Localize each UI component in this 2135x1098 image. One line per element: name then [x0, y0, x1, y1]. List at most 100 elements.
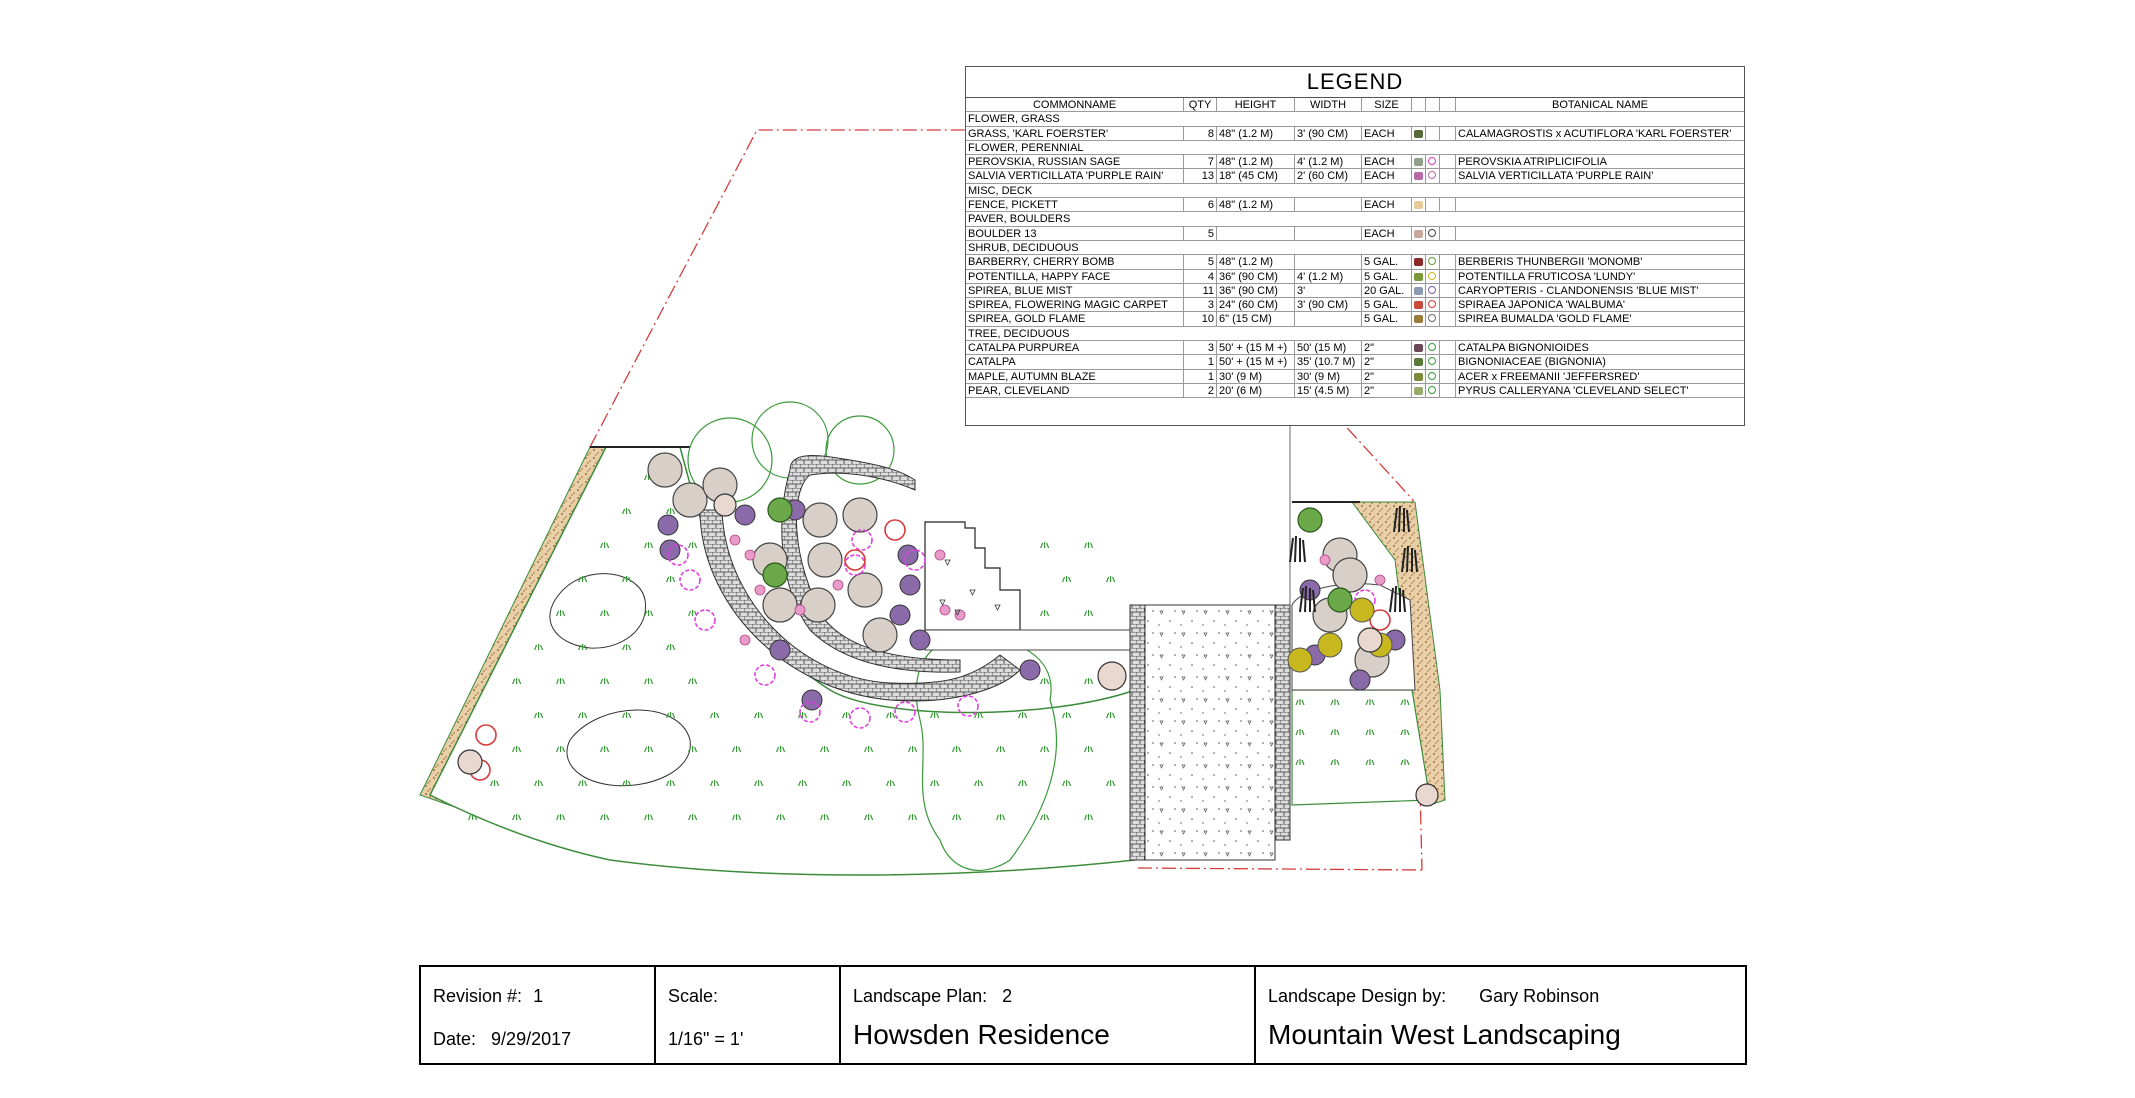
potentilla-symbol [762, 562, 788, 588]
grass-tuft [1295, 699, 1305, 706]
scale-label: Scale: [668, 986, 719, 1006]
grass-tuft [600, 610, 610, 617]
deck-walk [924, 629, 1136, 651]
grass-tuft [534, 780, 544, 787]
perovskia-symbol [849, 707, 871, 729]
plant-swatch-icon [1414, 344, 1423, 353]
perovskia-symbol [957, 695, 979, 717]
boulders [457, 493, 1439, 807]
width: 4' (1.2 M) [1295, 269, 1362, 283]
grass-tuft [1330, 759, 1340, 766]
symbol-cell [1426, 126, 1440, 140]
accent-flower-symbol [744, 549, 756, 561]
accent-flower-symbol [934, 549, 946, 561]
grass-tuft [534, 712, 544, 719]
revision-line: Revision #: 1 [433, 986, 543, 1007]
grass-tuft [1084, 610, 1094, 617]
common-name: BOULDER 13 [966, 226, 1184, 240]
legend-category-row: TREE, DECIDUOUS [966, 327, 1744, 342]
quantity: 1 [1184, 355, 1217, 369]
legend-category-row: SHRUB, DECIDUOUS [966, 241, 1744, 256]
grass-tuft [1106, 780, 1116, 787]
plant-swatch-icon [1414, 358, 1423, 367]
legend-title: LEGEND [966, 67, 1744, 98]
quantity: 11 [1184, 283, 1217, 298]
common-name: POTENTILLA, HAPPY FACE [966, 269, 1184, 283]
salvia-symbol [734, 504, 756, 526]
company-name: Mountain West Landscaping [1268, 1019, 1621, 1050]
karl-foerster-grass-symbol [1289, 535, 1306, 563]
potentilla-symbol [1327, 587, 1353, 613]
height: 48" (1.2 M) [1217, 198, 1295, 212]
size: 2" [1362, 383, 1412, 398]
height: 36" (90 CM) [1217, 269, 1295, 283]
shrub-symbol [1332, 557, 1368, 593]
spacer-cell [1440, 126, 1456, 140]
title-block: Revision #: 1 Date: 9/29/2017 Scale: 1/1… [419, 965, 1747, 1065]
grass-tuft [578, 644, 588, 651]
gravel-border-right [1351, 501, 1446, 806]
botanical-name: PYRUS CALLERYANA 'CLEVELAND SELECT' [1458, 384, 1689, 397]
plant-swatch-icon [1414, 158, 1423, 167]
revision-number: 1 [533, 986, 544, 1006]
width: 35' (10.7 M) [1295, 355, 1362, 369]
spirea-magic-carpet-symbol [475, 724, 497, 746]
quantity: 8 [1184, 126, 1217, 140]
grass-tuft [1400, 699, 1410, 706]
grass-tuft [622, 644, 632, 651]
revision-cell: Revision #: 1 Date: 9/29/2017 [421, 967, 656, 1063]
shrub-symbol [802, 502, 838, 538]
plant-symbols [469, 452, 1418, 781]
spacer-cell [1440, 355, 1456, 369]
botanical-name: POTENTILLA FRUTICOSA 'LUNDY' [1458, 270, 1636, 283]
common-name: SALVIA VERTICILLATA 'PURPLE RAIN' [966, 169, 1184, 183]
height: 48" (1.2 M) [1217, 155, 1295, 169]
spacer-cell [1440, 226, 1456, 240]
designer-cell: Landscape Design by: Gary Robinson Mount… [1256, 967, 1745, 1063]
botanical-name [1456, 227, 1744, 240]
width: 15' (4.5 M) [1295, 383, 1362, 398]
quantity: 4 [1184, 269, 1217, 283]
grass-tuft [952, 814, 962, 821]
symbol-cell [1426, 383, 1440, 398]
perovskia-symbol [694, 609, 716, 631]
grass-tuft [644, 610, 654, 617]
gold-flame-symbol [1317, 632, 1343, 658]
grass-tuft [1084, 814, 1094, 821]
grass-tuft [1084, 746, 1094, 753]
house-deck [924, 521, 1021, 631]
spirea-magic-carpet-symbol [1369, 609, 1391, 631]
grass-tuft [776, 746, 786, 753]
botanical-name: SALVIA VERTICILLATA 'PURPLE RAIN' [1458, 170, 1654, 183]
common-name: SPIREA, GOLD FLAME [966, 312, 1184, 326]
scale-cell: Scale: 1/16" = 1' [656, 967, 841, 1063]
width: 3' (90 CM) [1295, 126, 1362, 140]
gold-flame-symbol [1349, 597, 1375, 623]
size: EACH [1362, 198, 1412, 212]
symbol-cell [1426, 198, 1440, 212]
size: 2" [1362, 369, 1412, 383]
salvia-symbol [899, 574, 921, 596]
date-value: 9/29/2017 [491, 1029, 572, 1049]
grass-tuft [1084, 542, 1094, 549]
botanical-name: SPIREA BUMALDA 'GOLD FLAME' [1458, 313, 1632, 326]
shrub-symbol [672, 482, 708, 518]
grass-tuft [1365, 699, 1375, 706]
grass-tuft [974, 780, 984, 787]
header-symbol-3 [1440, 98, 1456, 112]
plan-line: Landscape Plan: 2 [853, 986, 1012, 1007]
height: 6" (15 CM) [1217, 312, 1295, 326]
height: 36" (90 CM) [1217, 283, 1295, 298]
grass-tuft [886, 712, 896, 719]
size: 5 GAL. [1362, 269, 1412, 283]
size: 20 GAL. [1362, 283, 1412, 298]
plant-symbol-icon [1428, 343, 1436, 352]
grass-tuft [952, 746, 962, 753]
spacer-cell [1440, 255, 1456, 269]
size: 2" [1362, 355, 1412, 369]
grass-tuft [578, 576, 588, 583]
grass-tuft [1040, 542, 1050, 549]
